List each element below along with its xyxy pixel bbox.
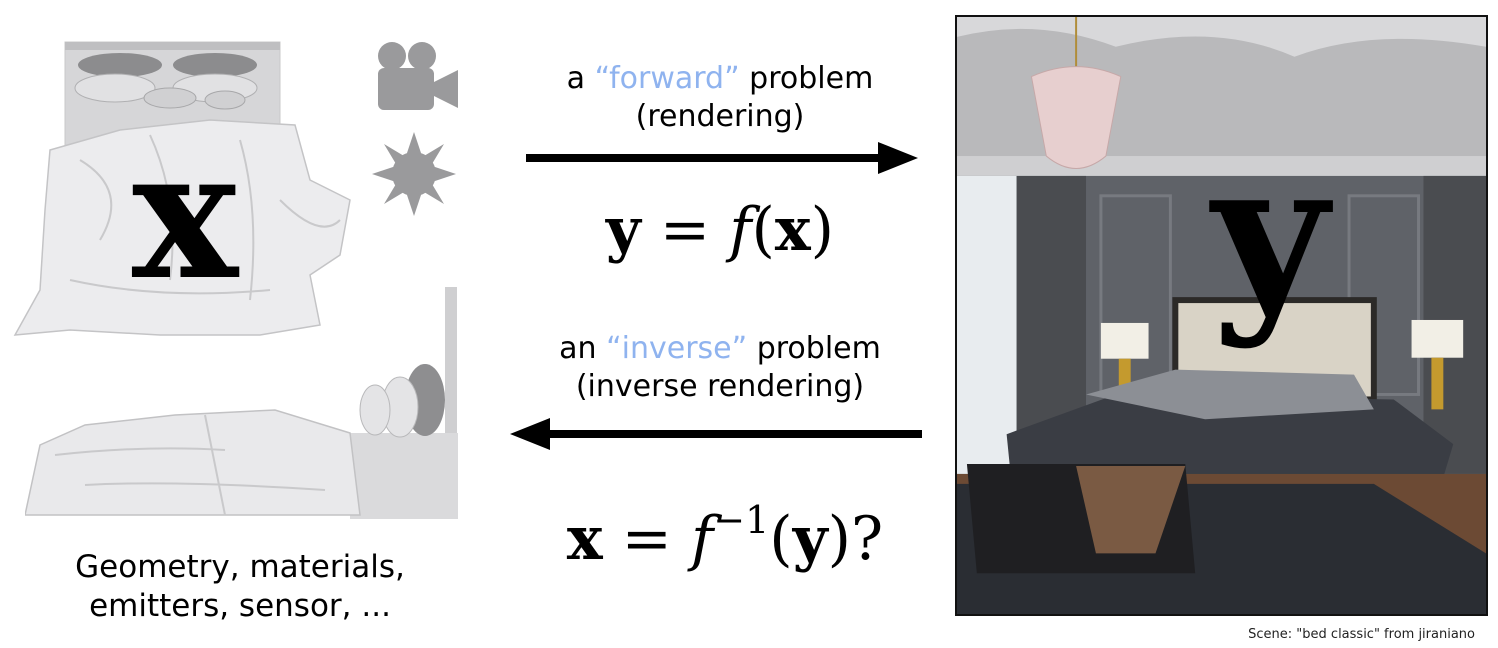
rendered-image-y: y	[1211, 117, 1329, 352]
sun-icon	[372, 132, 456, 216]
forward-arrow	[526, 142, 918, 174]
inverse-problem-label: an “inverse” problem (inverse rendering)	[510, 330, 930, 406]
camera-icon	[378, 42, 458, 110]
scene-credit: Scene: "bed classic" from jiraniano	[1248, 627, 1475, 642]
forward-problem-label: a “forward” problem (rendering)	[520, 60, 920, 136]
forward-equation: y = f(x)	[605, 195, 835, 265]
geometry-side-view	[25, 287, 458, 519]
geometry-top-view	[13, 41, 351, 336]
inverse-equation: x = f−1(y)?	[566, 498, 884, 574]
scene-parameters-caption: Geometry, materials, emitters, sensor, .…	[30, 548, 450, 626]
rendered-bedroom-image	[955, 15, 1488, 616]
caption-line-2: emitters, sensor, ...	[89, 588, 391, 624]
forward-subtitle: (rendering)	[635, 99, 805, 134]
caption-line-1: Geometry, materials,	[75, 549, 405, 585]
inverse-arrow	[510, 418, 922, 450]
inverse-title: an “inverse” problem	[559, 331, 881, 366]
scene-parameters-x: x	[131, 110, 239, 319]
forward-title: a “forward” problem	[566, 61, 874, 96]
inverse-subtitle: (inverse rendering)	[575, 369, 865, 404]
